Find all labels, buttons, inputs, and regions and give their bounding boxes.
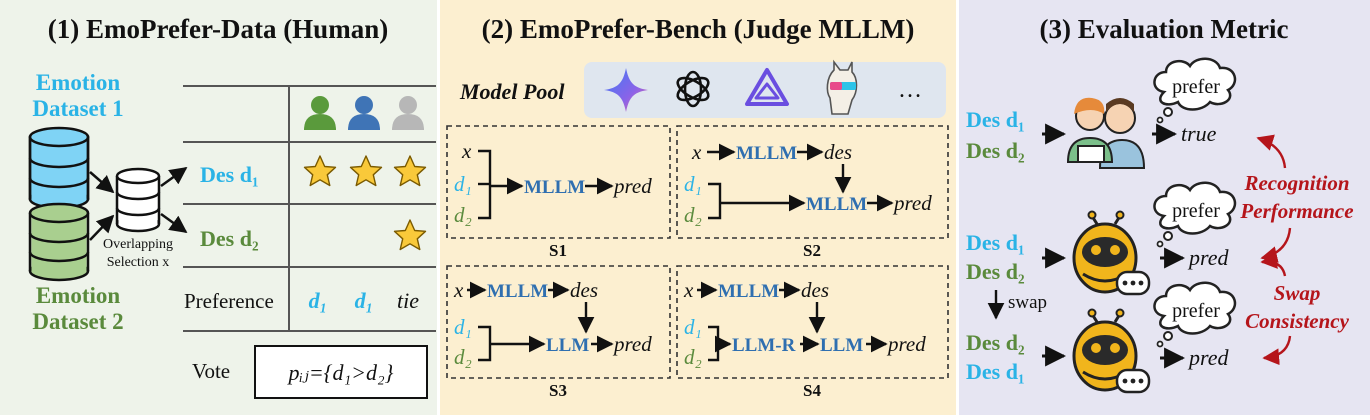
s1-mllm: MLLM bbox=[524, 177, 585, 198]
s4-d1: d₁ bbox=[684, 315, 702, 339]
overlap-line1: Overlapping bbox=[103, 237, 173, 252]
model-pool-more: … bbox=[898, 77, 922, 103]
user-blue-icon bbox=[348, 96, 380, 130]
s2-des: des bbox=[824, 140, 852, 164]
vote-label: Vote bbox=[192, 359, 230, 383]
s1-d1: d₁ bbox=[454, 172, 472, 196]
recognition-line1: Recognition bbox=[1243, 171, 1349, 195]
s1-pred: pred bbox=[612, 174, 652, 198]
row3-pred: pred bbox=[1187, 345, 1230, 370]
user-green-icon bbox=[304, 96, 336, 130]
s3-pred: pred bbox=[612, 332, 652, 356]
s4-d2: d₂ bbox=[684, 345, 702, 369]
row2-des-d1: Des d₁ bbox=[966, 230, 1025, 255]
model-pool-label: Model Pool bbox=[459, 79, 565, 104]
s2-pred: pred bbox=[892, 191, 932, 215]
row2-pred: pred bbox=[1187, 245, 1230, 270]
openai-icon bbox=[676, 70, 710, 108]
row1-des-d1: Des d₁ bbox=[966, 107, 1025, 132]
s4-label: S4 bbox=[803, 381, 821, 400]
panel2-title: (2) EmoPrefer-Bench (Judge MLLM) bbox=[482, 14, 915, 44]
swap-label: swap bbox=[1008, 292, 1047, 313]
dataset1-line2: Dataset 1 bbox=[32, 96, 123, 121]
pref-value-1: d₁ bbox=[309, 288, 328, 313]
row1-prefer: prefer bbox=[1172, 76, 1220, 98]
s2-label: S2 bbox=[803, 241, 821, 260]
row-d2-label: Des d₂ bbox=[200, 226, 259, 251]
s4-pred: pred bbox=[886, 332, 926, 356]
s1-d2: d₂ bbox=[454, 203, 472, 227]
panel1-title: (1) EmoPrefer-Data (Human) bbox=[48, 14, 388, 44]
s3-label: S3 bbox=[549, 381, 567, 400]
dataset1-line1: Emotion bbox=[36, 70, 121, 95]
s3-d1: d₁ bbox=[454, 315, 472, 339]
database-icon bbox=[115, 167, 161, 233]
s2-d1: d₁ bbox=[684, 172, 702, 196]
vote-box bbox=[254, 345, 428, 399]
database-icon bbox=[28, 202, 90, 282]
s1-x: x bbox=[461, 139, 472, 163]
row2-prefer: prefer bbox=[1172, 200, 1220, 222]
row3-des-d1: Des d₁ bbox=[966, 359, 1025, 384]
row-preference-label: Preference bbox=[184, 289, 274, 313]
s4-x: x bbox=[683, 278, 694, 302]
dataset2-line2: Dataset 2 bbox=[32, 309, 123, 334]
s2-mllm-2: MLLM bbox=[806, 194, 867, 215]
database-icon bbox=[28, 126, 90, 210]
preference-table bbox=[183, 85, 436, 332]
scheme-boxes bbox=[446, 125, 949, 379]
vote-formula: pᵢⱼ={d₁>d₂} bbox=[287, 360, 394, 385]
user-gray-icon bbox=[392, 96, 424, 130]
row-d1-label: Des d₁ bbox=[200, 162, 259, 187]
pref-value-3: tie bbox=[397, 288, 419, 313]
dataset2-line1: Emotion bbox=[36, 283, 121, 308]
overlap-line2: Selection x bbox=[107, 255, 170, 270]
consistency-line2: Consistency bbox=[1245, 309, 1350, 333]
row3-des-d2: Des d₂ bbox=[966, 330, 1025, 355]
s2-x: x bbox=[691, 140, 702, 164]
s4-llm-r: LLM-R bbox=[732, 335, 796, 356]
recognition-line2: Performance bbox=[1239, 199, 1353, 223]
s2-mllm-1: MLLM bbox=[736, 143, 797, 164]
row2-des-d2: Des d₂ bbox=[966, 259, 1025, 284]
s4-llm: LLM bbox=[820, 335, 863, 356]
s4-mllm: MLLM bbox=[718, 281, 779, 302]
s3-d2: d₂ bbox=[454, 345, 472, 369]
recognition-arc-top bbox=[1256, 134, 1287, 169]
s4-des: des bbox=[801, 278, 829, 302]
consistency-line1: Swap bbox=[1274, 281, 1321, 305]
row3-prefer: prefer bbox=[1172, 300, 1220, 322]
s2-d2: d₂ bbox=[684, 203, 702, 227]
gemini-icon bbox=[604, 68, 648, 112]
panel3-title: (3) Evaluation Metric bbox=[1040, 14, 1289, 44]
consistency-arc-top bbox=[1260, 252, 1287, 277]
s3-x: x bbox=[453, 278, 464, 302]
s3-des: des bbox=[570, 278, 598, 302]
s3-mllm: MLLM bbox=[487, 281, 548, 302]
consistency-arc-bottom bbox=[1262, 335, 1292, 366]
row1-true: true bbox=[1181, 121, 1217, 146]
qwen-icon bbox=[745, 68, 789, 106]
llama-icon bbox=[826, 59, 858, 115]
pref-value-2: d₁ bbox=[355, 288, 374, 313]
human-annotators-icon bbox=[1066, 97, 1146, 169]
s3-llm: LLM bbox=[546, 335, 589, 356]
s1-label: S1 bbox=[549, 241, 567, 260]
row1-des-d2: Des d₂ bbox=[966, 138, 1025, 163]
